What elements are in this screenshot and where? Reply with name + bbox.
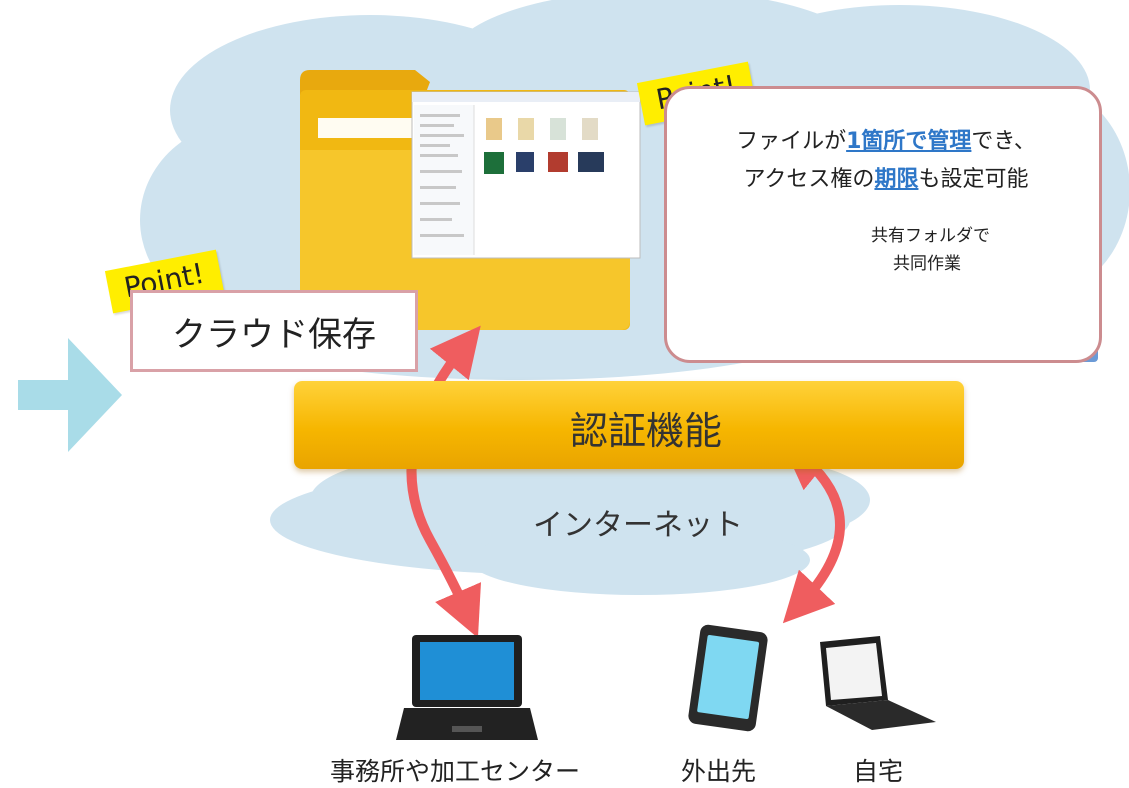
home-label: 自宅: [853, 757, 904, 786]
smartphone-icon: [688, 624, 768, 732]
laptop-office-icon: [396, 635, 538, 740]
cloud-storage-label: クラウド保存: [130, 290, 418, 372]
mobile-link-arrow: [780, 439, 845, 624]
panel-text: アクセス権の: [743, 167, 875, 192]
shared-folder-label: 共有フォルダで: [871, 226, 990, 246]
panel-line-2: アクセス権の期限も設定可能: [667, 161, 1105, 193]
office-label: 事務所や加工センター: [330, 757, 581, 786]
outside-label: 外出先: [681, 757, 757, 786]
collaboration-label: 共同作業: [893, 254, 961, 274]
panel-highlight-text: 期限: [874, 167, 919, 192]
authentication-bar: [294, 381, 964, 469]
panel-line-1: ファイルが1箇所で管理でき、: [667, 123, 1105, 155]
panel-text: も設定可能: [918, 167, 1029, 192]
sharing-point-panel: ファイルが1箇所で管理でき、 アクセス権の期限も設定可能 共有フォルダで 共同作…: [664, 86, 1102, 363]
internet-label: インターネット: [533, 508, 743, 543]
panel-highlight-text: 1箇所で管理: [846, 129, 972, 154]
explorer-window-screenshot: [411, 91, 641, 259]
laptop-home-icon: [820, 636, 936, 730]
input-arrow: [18, 338, 122, 452]
panel-text: でき、: [971, 129, 1036, 154]
authentication-label: 認証機能: [570, 409, 723, 453]
panel-text: ファイルが: [736, 129, 847, 154]
